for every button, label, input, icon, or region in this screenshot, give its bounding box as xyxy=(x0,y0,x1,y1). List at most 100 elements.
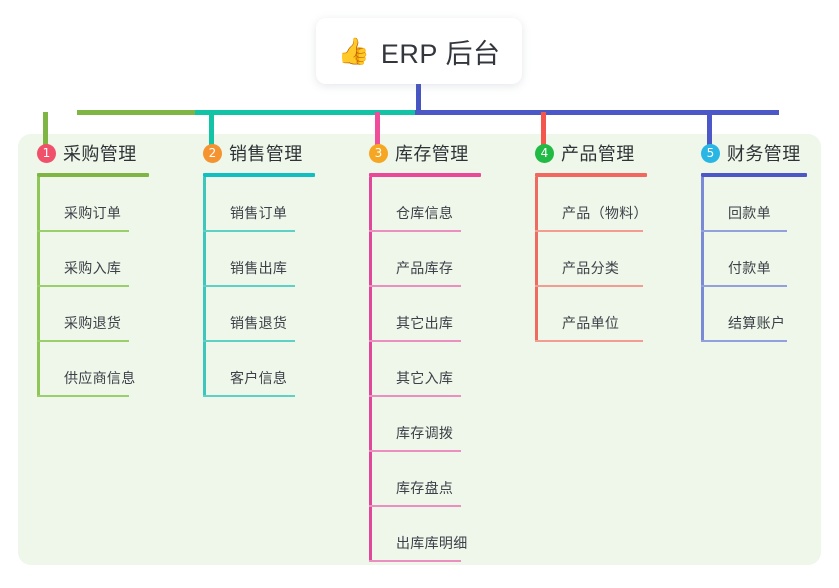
menu-item-rule xyxy=(369,285,461,287)
menu-item-label: 采购退货 xyxy=(64,315,122,331)
column-badge-4: 4 xyxy=(535,143,554,163)
menu-item-rule xyxy=(37,285,129,287)
menu-item-rule xyxy=(369,340,461,342)
menu-item-label: 回款单 xyxy=(728,205,771,221)
column-spine-2 xyxy=(203,177,206,397)
menu-item-rule xyxy=(369,395,461,397)
column-items-3: 仓库信息产品库存其它出库其它入库库存调拨库存盘点出库库明细 xyxy=(369,177,481,562)
column-items-4: 产品（物料） 产品分类产品单位 xyxy=(535,177,648,342)
menu-item[interactable]: 产品库存 xyxy=(369,232,481,287)
column-title-2: 销售管理 xyxy=(229,144,303,164)
column-title-5: 财务管理 xyxy=(727,144,801,164)
menu-item[interactable]: 采购入库 xyxy=(37,232,149,287)
menu-item[interactable]: 仓库信息 xyxy=(369,177,481,232)
column-spine-5 xyxy=(701,177,704,342)
menu-item-rule xyxy=(535,285,643,287)
column-header-2[interactable]: 2 销售管理 xyxy=(203,140,315,166)
column-rule-2 xyxy=(203,173,315,177)
menu-item-label: 产品（物料） xyxy=(562,205,648,221)
menu-item-rule xyxy=(369,230,461,232)
column-items-5: 回款单付款单结算账户 xyxy=(701,177,807,342)
menu-item-rule xyxy=(203,395,295,397)
menu-item-rule xyxy=(369,505,461,507)
menu-item-rule xyxy=(701,340,787,342)
column-header-5[interactable]: 5 财务管理 xyxy=(701,140,807,166)
bus-segment-blue xyxy=(415,110,779,115)
column-spine-3 xyxy=(369,177,372,562)
menu-item[interactable]: 结算账户 xyxy=(701,287,807,342)
menu-item[interactable]: 库存盘点 xyxy=(369,452,481,507)
column-spine-1 xyxy=(37,177,40,397)
menu-item-label: 采购订单 xyxy=(64,205,122,221)
root-stem-connector xyxy=(416,84,421,114)
column-badge-5: 5 xyxy=(701,143,720,163)
column-5: 5 财务管理回款单付款单结算账户 xyxy=(701,140,807,342)
drop-connector-5 xyxy=(707,112,712,154)
menu-item-label: 销售订单 xyxy=(230,205,288,221)
menu-item-rule xyxy=(37,340,129,342)
column-items-1: 采购订单采购入库采购退货供应商信息 xyxy=(37,177,149,397)
menu-item[interactable]: 销售订单 xyxy=(203,177,315,232)
menu-item[interactable]: 产品分类 xyxy=(535,232,647,287)
menu-item[interactable]: 采购退货 xyxy=(37,287,149,342)
menu-item-rule xyxy=(203,340,295,342)
menu-item-rule xyxy=(203,230,295,232)
menu-item-label: 客户信息 xyxy=(230,370,288,386)
menu-item-label: 结算账户 xyxy=(728,315,786,331)
column-spine-4 xyxy=(535,177,538,342)
menu-item-label: 付款单 xyxy=(728,260,771,276)
menu-item[interactable]: 付款单 xyxy=(701,232,807,287)
menu-item-label: 产品单位 xyxy=(562,315,620,331)
drop-connector-4 xyxy=(541,112,546,154)
drop-connector-3 xyxy=(375,112,380,154)
menu-item-rule xyxy=(701,230,787,232)
menu-item-label: 销售退货 xyxy=(230,315,288,331)
menu-item-label: 产品库存 xyxy=(396,260,454,276)
menu-item-label: 供应商信息 xyxy=(64,370,136,386)
column-2: 2 销售管理销售订单销售出库销售退货客户信息 xyxy=(203,140,315,397)
menu-item-label: 产品分类 xyxy=(562,260,620,276)
menu-item-rule xyxy=(369,560,461,562)
column-title-3: 库存管理 xyxy=(395,144,469,164)
menu-item-rule xyxy=(203,285,295,287)
menu-item[interactable]: 其它入库 xyxy=(369,342,481,397)
menu-item-label: 销售出库 xyxy=(230,260,288,276)
menu-item[interactable]: 库存调拨 xyxy=(369,397,481,452)
menu-item-rule xyxy=(701,285,787,287)
menu-item[interactable]: 出库库明细 xyxy=(369,507,481,562)
menu-item-label: 出库库明细 xyxy=(396,535,468,551)
menu-item[interactable]: 产品（物料） xyxy=(535,177,648,232)
menu-item[interactable]: 销售出库 xyxy=(203,232,315,287)
menu-item-rule xyxy=(535,340,643,342)
menu-item-rule xyxy=(535,230,643,232)
content-panel xyxy=(18,134,821,565)
column-badge-1: 1 xyxy=(37,143,56,163)
menu-item[interactable]: 采购订单 xyxy=(37,177,149,232)
menu-item-rule xyxy=(37,395,129,397)
menu-item[interactable]: 其它出库 xyxy=(369,287,481,342)
menu-item-label: 库存盘点 xyxy=(396,480,454,496)
menu-item-label: 其它入库 xyxy=(396,370,454,386)
column-rule-4 xyxy=(535,173,647,177)
page-title: ERP 后台 xyxy=(380,38,501,69)
menu-item[interactable]: 销售退货 xyxy=(203,287,315,342)
bus-segment-green xyxy=(77,110,199,115)
root-title-card[interactable]: 👍 ERP 后台 xyxy=(316,18,522,84)
drop-connector-1 xyxy=(43,112,48,154)
column-items-2: 销售订单销售出库销售退货客户信息 xyxy=(203,177,315,397)
column-header-3[interactable]: 3 库存管理 xyxy=(369,140,481,166)
column-badge-2: 2 xyxy=(203,143,222,163)
bus-segment-teal xyxy=(195,110,419,115)
column-badge-3: 3 xyxy=(369,143,388,163)
menu-item[interactable]: 客户信息 xyxy=(203,342,315,397)
menu-item[interactable]: 回款单 xyxy=(701,177,807,232)
menu-item[interactable]: 供应商信息 xyxy=(37,342,149,397)
column-rule-1 xyxy=(37,173,149,177)
menu-item[interactable]: 产品单位 xyxy=(535,287,647,342)
thumbs-up-icon: 👍 xyxy=(337,36,370,66)
